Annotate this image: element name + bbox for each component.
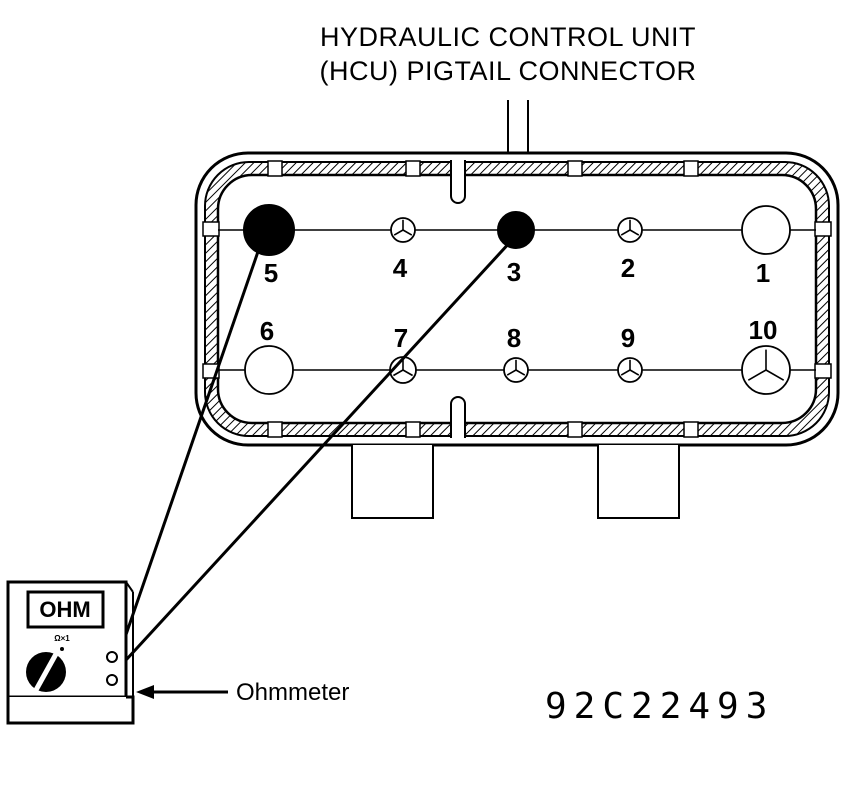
pin-3: 3 xyxy=(497,211,535,287)
wire-harness xyxy=(507,100,529,155)
title-line-2: (HCU) PIGTAIL CONNECTOR xyxy=(319,56,696,86)
pin-label-6: 6 xyxy=(260,316,274,346)
pin-label-9: 9 xyxy=(621,323,635,353)
pin-label-3: 3 xyxy=(507,257,521,287)
figure-id: 92C22493 xyxy=(545,686,774,727)
meter-range-label: Ω×1 xyxy=(54,634,70,643)
meter-jack-lower xyxy=(106,674,118,686)
pin-9: 9 xyxy=(617,323,643,383)
meter-jack-upper xyxy=(106,651,118,663)
pin-1: 1 xyxy=(741,205,791,288)
pin-label-5: 5 xyxy=(264,258,278,288)
ohmmeter: OHM Ω×1 xyxy=(6,580,135,725)
pin-label-8: 8 xyxy=(507,323,521,353)
pin-label-10: 10 xyxy=(749,315,778,345)
pin-label-4: 4 xyxy=(393,253,408,283)
meter-display xyxy=(26,590,105,629)
knob-pointer xyxy=(33,652,59,692)
pin-5: 5 xyxy=(243,204,295,288)
pin-label-7: 7 xyxy=(394,323,408,353)
pin-layer: 1 2 3 4 5 6 7 8 9 10 xyxy=(243,204,791,395)
pin-10: 10 xyxy=(741,315,791,395)
ohmmeter-callout xyxy=(136,685,228,699)
test-leads xyxy=(113,238,514,674)
meter-display-text: OHM xyxy=(39,597,90,622)
pin-4: 4 xyxy=(390,217,416,283)
pin-6: 6 xyxy=(244,316,294,395)
pin-label-2: 2 xyxy=(621,253,635,283)
pin-8: 8 xyxy=(503,323,529,383)
connector-body xyxy=(194,151,840,519)
title-line-1: HYDRAULIC CONTROL UNIT xyxy=(320,22,696,52)
ohmmeter-label: Ohmmeter xyxy=(236,679,349,706)
pin-label-1: 1 xyxy=(756,258,770,288)
pin-2: 2 xyxy=(617,217,643,283)
